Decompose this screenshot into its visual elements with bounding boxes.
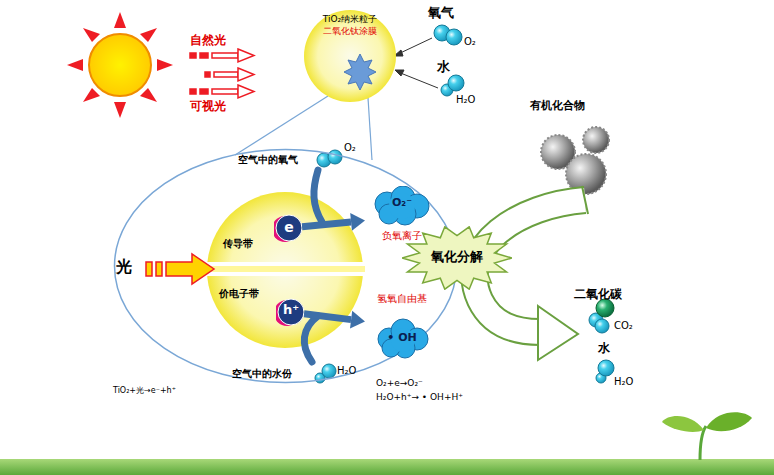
hole-symbol: h⁺ [276, 303, 306, 318]
hydroxyl-radical: 氢氧自由基 • OH [365, 293, 439, 359]
radical-formula: • OH [365, 332, 439, 345]
band-label: 价电子带 [219, 288, 259, 300]
sun [67, 12, 173, 118]
hole: h⁺ [276, 298, 304, 326]
equation: H₂O+h⁺→ • OH+H⁺ [376, 392, 463, 402]
ion-formula: O₂⁻ [365, 197, 439, 210]
light-arrow [146, 254, 214, 284]
organic-compounds [541, 127, 609, 194]
leader-lines [394, 38, 438, 88]
compound-label: 有机化合物 [530, 100, 585, 113]
molecule-formula: H₂O [614, 376, 633, 388]
molecule-formula: O₂ [344, 142, 356, 154]
flow-arrow [302, 213, 365, 231]
molecule-formula: H₂O [456, 94, 475, 106]
molecule-formula: CO₂ [614, 320, 633, 332]
molecule-name: 水 [437, 60, 450, 75]
particle-title: TiO₂纳米粒子 [290, 14, 410, 24]
arrow-shaft [304, 314, 351, 320]
light-label: 可视光 [190, 100, 226, 114]
water-molecule [596, 360, 614, 383]
band-particle [205, 192, 365, 348]
product-name: 二氧化碳 [574, 288, 622, 302]
tio2-particle: TiO₂纳米粒子二氧化钛涂膜 [290, 4, 410, 104]
molecule-formula: O₂ [464, 36, 476, 48]
molecule-name: 氧气 [428, 6, 454, 21]
source-label: 空气中的氧气 [238, 154, 298, 166]
oxidation-burst: 氧化分解 [402, 226, 512, 290]
equation: O₂+e→O₂⁻ [376, 378, 423, 388]
ground-bar [0, 459, 774, 475]
co2-molecule [589, 299, 614, 333]
electron: e [274, 214, 302, 242]
radical-label: 氢氧自由基 [365, 293, 439, 305]
water-molecule [441, 75, 464, 96]
zoom-ellipse: 传导带价电子带eO₂⁻负氧离子h⁺氢氧自由基• OH [113, 148, 458, 384]
arrow-head [350, 213, 365, 231]
light-label: 自然光 [190, 34, 226, 48]
process-label: 氧化分解 [402, 250, 512, 265]
flow-arrow [304, 311, 365, 329]
product-name: 水 [598, 342, 610, 356]
band-label: 传导带 [223, 238, 253, 250]
source-label: 空气中的水份 [232, 368, 292, 380]
arrow-shaft [302, 222, 351, 227]
coating-label: 二氧化钛涂膜 [290, 26, 410, 36]
molecule-formula: H₂O [337, 365, 356, 377]
light-label: 光 [116, 258, 132, 276]
arrow-head [350, 311, 365, 329]
oxidation-arrow [475, 186, 588, 360]
flow-arrows [304, 170, 322, 362]
sprout [662, 412, 752, 460]
electron-symbol: e [274, 219, 304, 235]
oxygen-molecule [434, 25, 462, 45]
equation: TiO₂+光→e⁻+h⁺ [113, 386, 176, 395]
light-arrows [190, 49, 254, 98]
